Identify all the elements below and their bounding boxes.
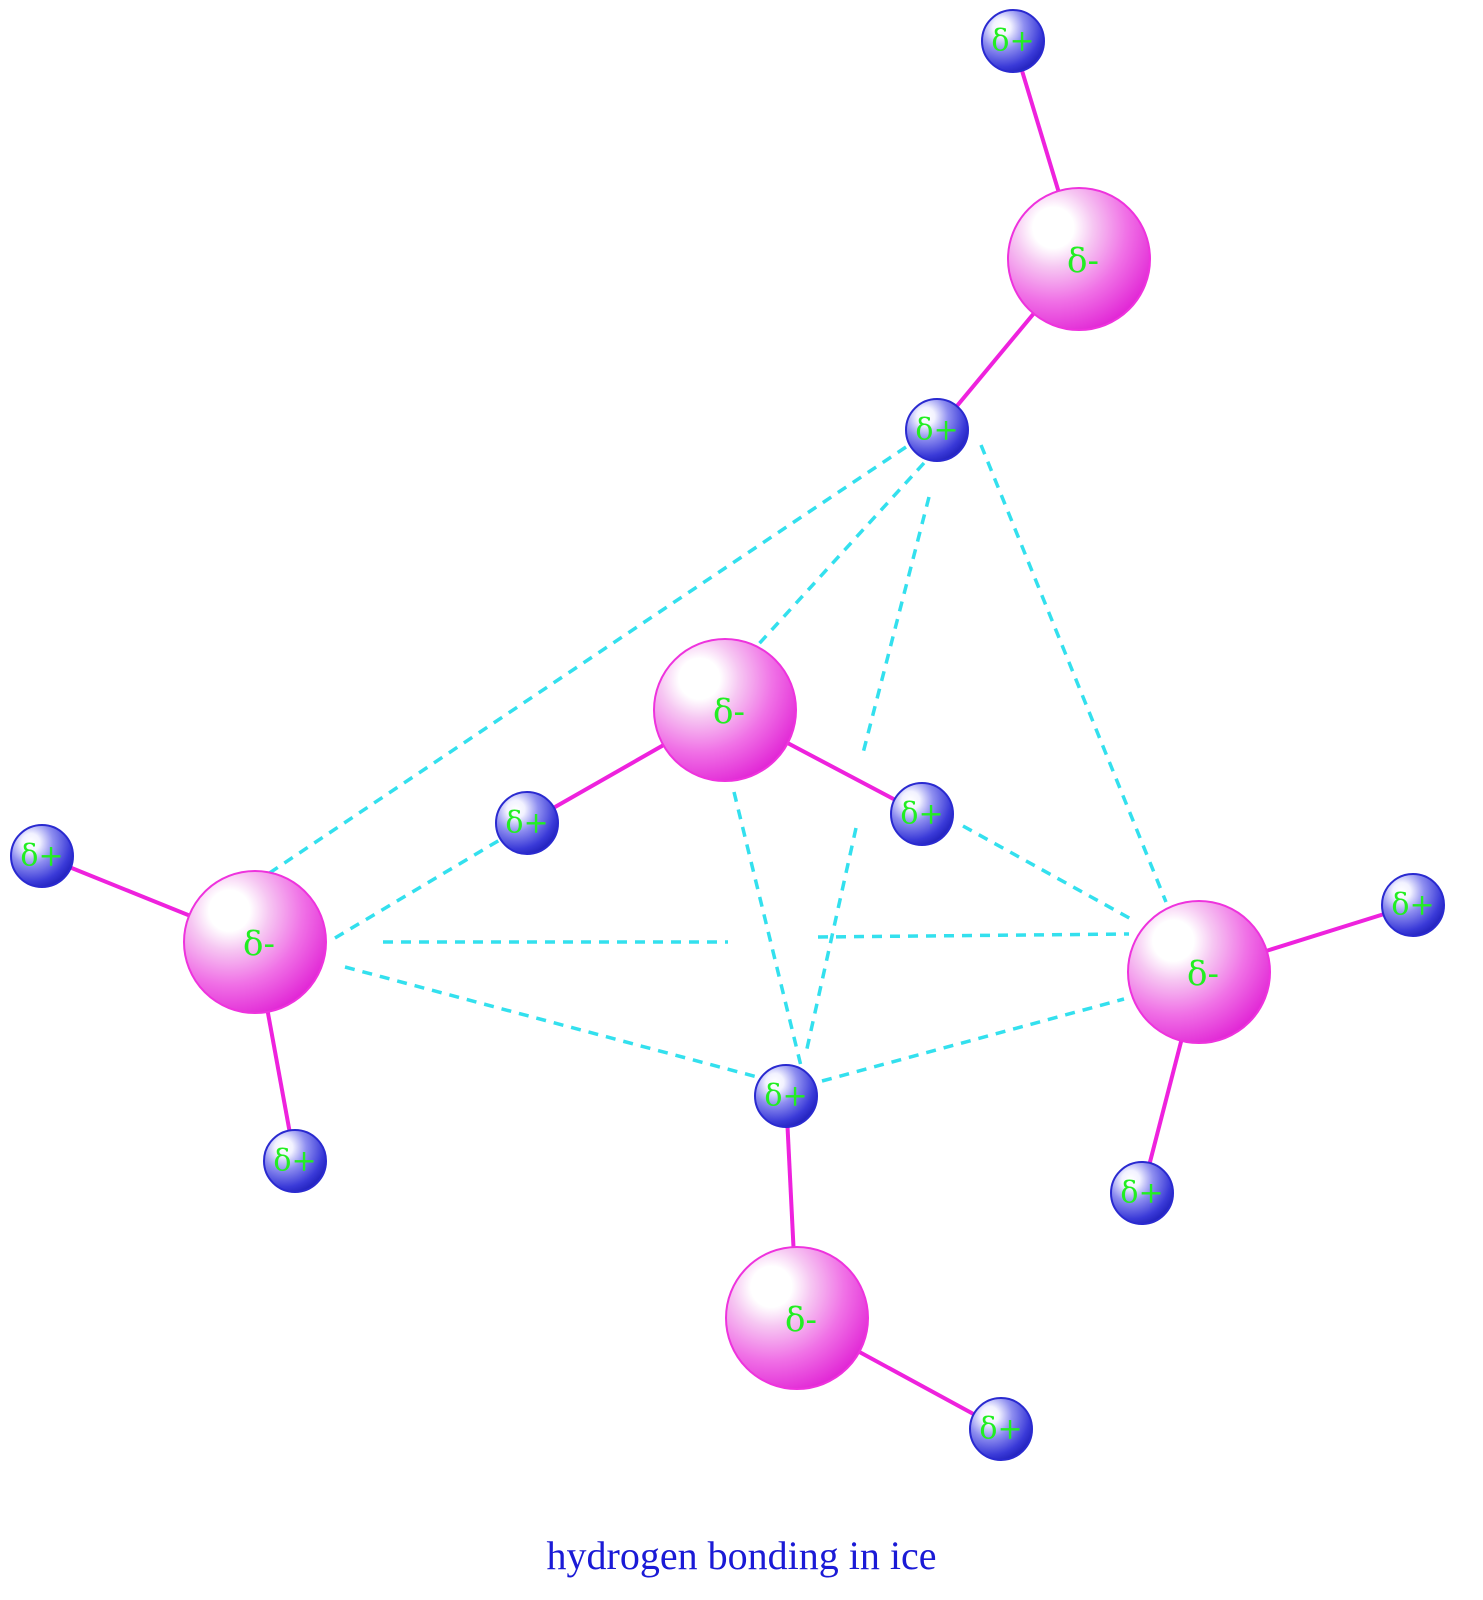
hydrogen-bond-line xyxy=(334,836,504,940)
partial-positive-label: δ+ xyxy=(915,413,958,448)
diagram-caption: hydrogen bonding in ice xyxy=(546,1533,937,1578)
partial-positive-label: δ+ xyxy=(991,24,1034,59)
partial-negative-label: δ- xyxy=(713,692,745,732)
partial-negative-label: δ- xyxy=(785,1300,817,1340)
hydrogen-sphere xyxy=(890,782,954,846)
partial-positive-label: δ+ xyxy=(764,1079,807,1114)
oxygen-atom: δ- xyxy=(653,638,797,782)
hydrogen-sphere xyxy=(10,824,74,888)
hydrogen-bond-line xyxy=(860,496,931,758)
hydrogen-atom: δ+ xyxy=(495,791,559,855)
hydrogen-bond-line xyxy=(979,444,1168,903)
hydrogen-sphere xyxy=(263,1129,327,1193)
partial-positive-label: δ+ xyxy=(20,839,63,874)
hydrogen-sphere xyxy=(754,1064,818,1128)
hydrogen-atom: δ+ xyxy=(263,1129,327,1193)
hydrogen-atom: δ+ xyxy=(754,1064,818,1128)
hydrogen-bond-line xyxy=(817,932,1130,939)
hydrogen-atom: δ+ xyxy=(1381,873,1445,937)
partial-positive-label: δ+ xyxy=(1391,888,1434,923)
atoms: δ-δ-δ-δ-δ-δ+ δ+ δ+ δ+ δ+ δ+ δ+ δ+ δ+ δ+ xyxy=(10,9,1445,1461)
partial-negative-label: δ- xyxy=(243,924,275,964)
oxygen-atom: δ- xyxy=(725,1246,869,1390)
oxygen-sphere xyxy=(1007,187,1151,331)
partial-positive-label: δ+ xyxy=(979,1412,1022,1447)
hydrogen-atom: δ+ xyxy=(1110,1161,1174,1225)
oxygen-sphere xyxy=(183,870,327,1014)
partial-negative-label: δ- xyxy=(1187,954,1219,994)
hydrogen-sphere xyxy=(969,1397,1033,1461)
partial-negative-label: δ- xyxy=(1067,241,1099,281)
hydrogen-bond-line xyxy=(755,461,926,648)
hydrogen-atom: δ+ xyxy=(981,9,1045,73)
hydrogen-sphere xyxy=(1110,1161,1174,1225)
partial-positive-label: δ+ xyxy=(900,797,943,832)
hydrogen-bond-line xyxy=(732,791,803,1067)
oxygen-atom: δ- xyxy=(1127,900,1271,1044)
hydrogen-sphere xyxy=(905,398,969,462)
hydrogen-sphere xyxy=(1381,873,1445,937)
hydrogen-sphere xyxy=(981,9,1045,73)
oxygen-sphere xyxy=(653,638,797,782)
hydrogen-atom: δ+ xyxy=(890,782,954,846)
partial-positive-label: δ+ xyxy=(1120,1176,1163,1211)
hydrogen-bond-line xyxy=(261,445,907,880)
hydrogen-bond-line xyxy=(344,965,762,1080)
oxygen-sphere xyxy=(1127,900,1271,1044)
hydrogen-bond-line xyxy=(804,827,858,1054)
hydrogen-bond-line xyxy=(821,997,1125,1083)
oxygen-atom: δ- xyxy=(1007,187,1151,331)
partial-positive-label: δ+ xyxy=(505,806,548,841)
hydrogen-sphere xyxy=(495,791,559,855)
hydrogen-atom: δ+ xyxy=(10,824,74,888)
partial-positive-label: δ+ xyxy=(273,1144,316,1179)
hydrogen-atom: δ+ xyxy=(969,1397,1033,1461)
hydrogen-bond-line xyxy=(962,824,1132,921)
oxygen-atom: δ- xyxy=(183,870,327,1014)
hydrogen-bonds xyxy=(261,444,1168,1083)
oxygen-sphere xyxy=(725,1246,869,1390)
hydrogen-atom: δ+ xyxy=(905,398,969,462)
